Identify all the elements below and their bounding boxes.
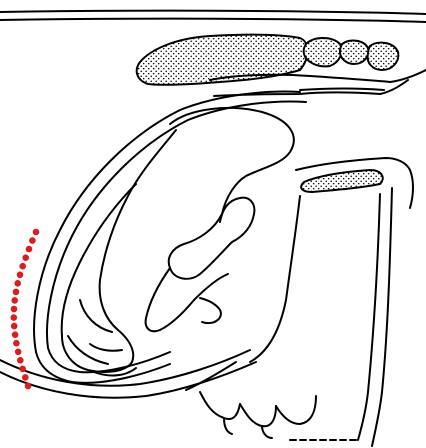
red-dot	[19, 263, 26, 270]
udder	[200, 392, 316, 438]
red-dot	[26, 246, 33, 253]
red-dot	[19, 366, 26, 373]
red-dot	[17, 357, 24, 364]
red-dot	[17, 272, 24, 279]
spine-vertebrae	[137, 35, 399, 85]
foal-body	[62, 108, 294, 372]
red-dot	[22, 374, 29, 381]
red-dot	[29, 237, 36, 244]
red-dot	[14, 280, 21, 287]
cervix	[296, 158, 413, 208]
uterus-wall	[34, 92, 306, 383]
red-dot	[11, 297, 18, 304]
dorsal-contour	[0, 11, 426, 22]
red-dot	[13, 340, 20, 347]
red-dot	[11, 323, 18, 330]
red-dot	[25, 383, 32, 390]
red-dot	[13, 289, 20, 296]
red-dot	[15, 349, 22, 356]
foal-legs	[146, 198, 255, 332]
red-dot	[11, 306, 18, 313]
abdominal-floor	[186, 188, 392, 446]
foal-head	[68, 336, 136, 375]
red-dot	[11, 314, 18, 321]
red-dot	[33, 229, 40, 236]
red-dot	[12, 331, 19, 338]
red-dot	[22, 254, 29, 261]
